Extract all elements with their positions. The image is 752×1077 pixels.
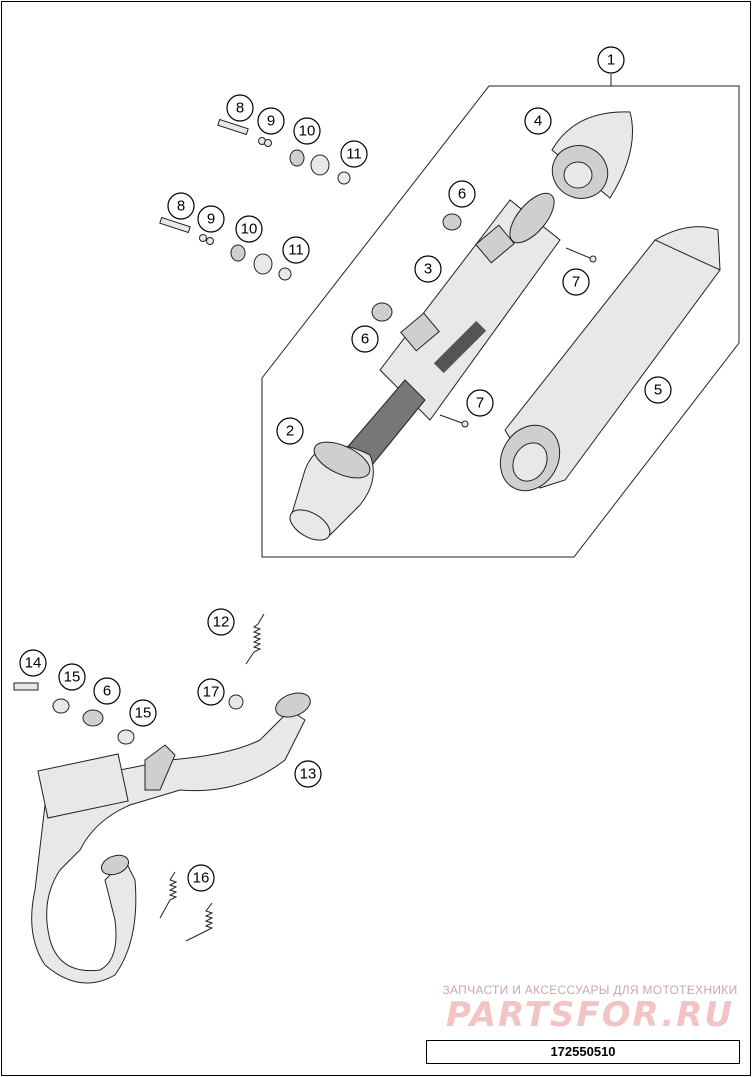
svg-text:6: 6 [361,331,369,348]
svg-text:1: 1 [607,52,615,69]
svg-text:17: 17 [203,684,220,701]
spring-16b-part [185,902,214,942]
header-pipe-part [31,692,311,984]
silencer-shell-part [499,226,721,492]
callout-5: 5 [644,376,672,404]
svg-text:6: 6 [458,186,466,203]
screws [439,247,597,428]
callout-8-lower: 8 [167,192,195,220]
callout-6-lower: 6 [93,677,121,705]
svg-text:4: 4 [534,113,542,130]
callout-10-upper: 10 [293,117,321,145]
svg-text:11: 11 [346,146,362,163]
callout-6-upper: 6 [448,180,476,208]
callout-9-upper: 9 [257,107,285,135]
callout-14: 14 [19,649,47,677]
callout-13: 13 [294,760,322,788]
callout-11-upper: 11 [340,140,368,168]
svg-text:7: 7 [572,274,580,291]
svg-text:10: 10 [241,221,258,238]
svg-text:6: 6 [103,683,111,700]
svg-text:2: 2 [286,423,294,440]
callout-9-lower: 9 [197,205,225,233]
svg-text:9: 9 [207,211,215,228]
grommets [371,213,462,322]
callout-6-middle: 6 [351,325,379,353]
svg-text:11: 11 [288,242,304,259]
callout-16: 16 [187,864,215,892]
callout-15-lower: 15 [129,699,157,727]
inlet-cone-part [289,379,426,541]
svg-text:14: 14 [25,655,42,672]
assembly-outline [261,85,740,558]
svg-text:8: 8 [236,100,244,117]
svg-text:10: 10 [299,123,316,140]
callout-11-lower: 11 [282,236,310,264]
svg-text:8: 8 [177,198,185,215]
svg-text:16: 16 [193,870,210,887]
svg-text:15: 15 [135,705,152,722]
callout-3: 3 [414,255,442,283]
callout-4: 4 [524,107,552,135]
mounting-hardware-lower [159,216,292,281]
callout-7-upper: 7 [562,268,590,296]
mounting-hardware-upper [217,118,351,185]
end-cap-part [551,111,633,199]
header-hardware [13,682,244,745]
spring-16a-part [159,871,178,919]
silencer-body-part [379,192,561,421]
spring-12-part [245,613,265,665]
svg-text:12: 12 [213,614,230,631]
callout-1: 1 [597,46,625,74]
svg-text:13: 13 [300,766,317,783]
diagram-code-label: 172550510 [426,1040,740,1064]
callout-12: 12 [207,608,235,636]
callout-10-lower: 10 [235,215,263,243]
svg-text:7: 7 [476,395,484,412]
callout-15-upper: 15 [58,663,86,691]
svg-text:15: 15 [64,669,81,686]
callout-2: 2 [276,417,304,445]
callout-7-lower: 7 [466,389,494,417]
watermark-logo: PARTSFOR.RU [445,995,735,1035]
callout-17: 17 [197,678,225,706]
svg-text:9: 9 [267,113,275,130]
callout-8-upper: 8 [226,94,254,122]
watermark-tagline: ЗАПЧАСТИ И АКСЕССУАРЫ ДЛЯ МОТОТЕХНИКИ [442,983,738,997]
svg-text:3: 3 [424,261,432,278]
svg-text:5: 5 [654,382,662,399]
